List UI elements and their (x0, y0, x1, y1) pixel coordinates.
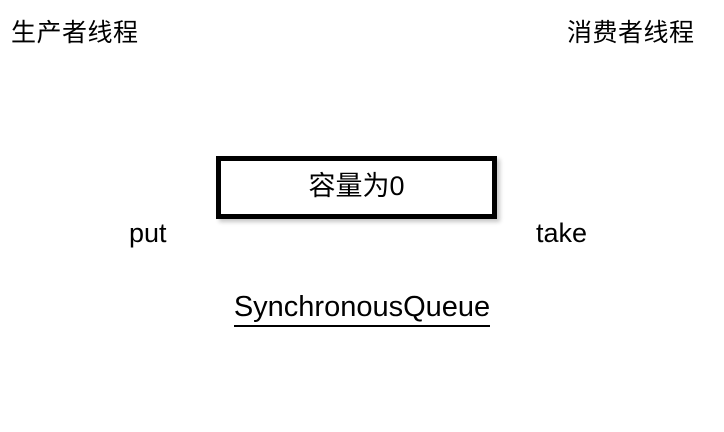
producer-thread-label: 生产者线程 (11, 19, 139, 47)
queue-type-text: SynchronousQueue (233, 291, 491, 327)
take-operation-label: take (536, 218, 588, 248)
queue-capacity-text: 容量为0 (308, 171, 405, 201)
queue-box: 容量为0 (216, 156, 497, 219)
put-operation-label: put (129, 218, 167, 248)
queue-type-label: SynchronousQueue (0, 291, 724, 327)
consumer-thread-label: 消费者线程 (567, 19, 695, 47)
